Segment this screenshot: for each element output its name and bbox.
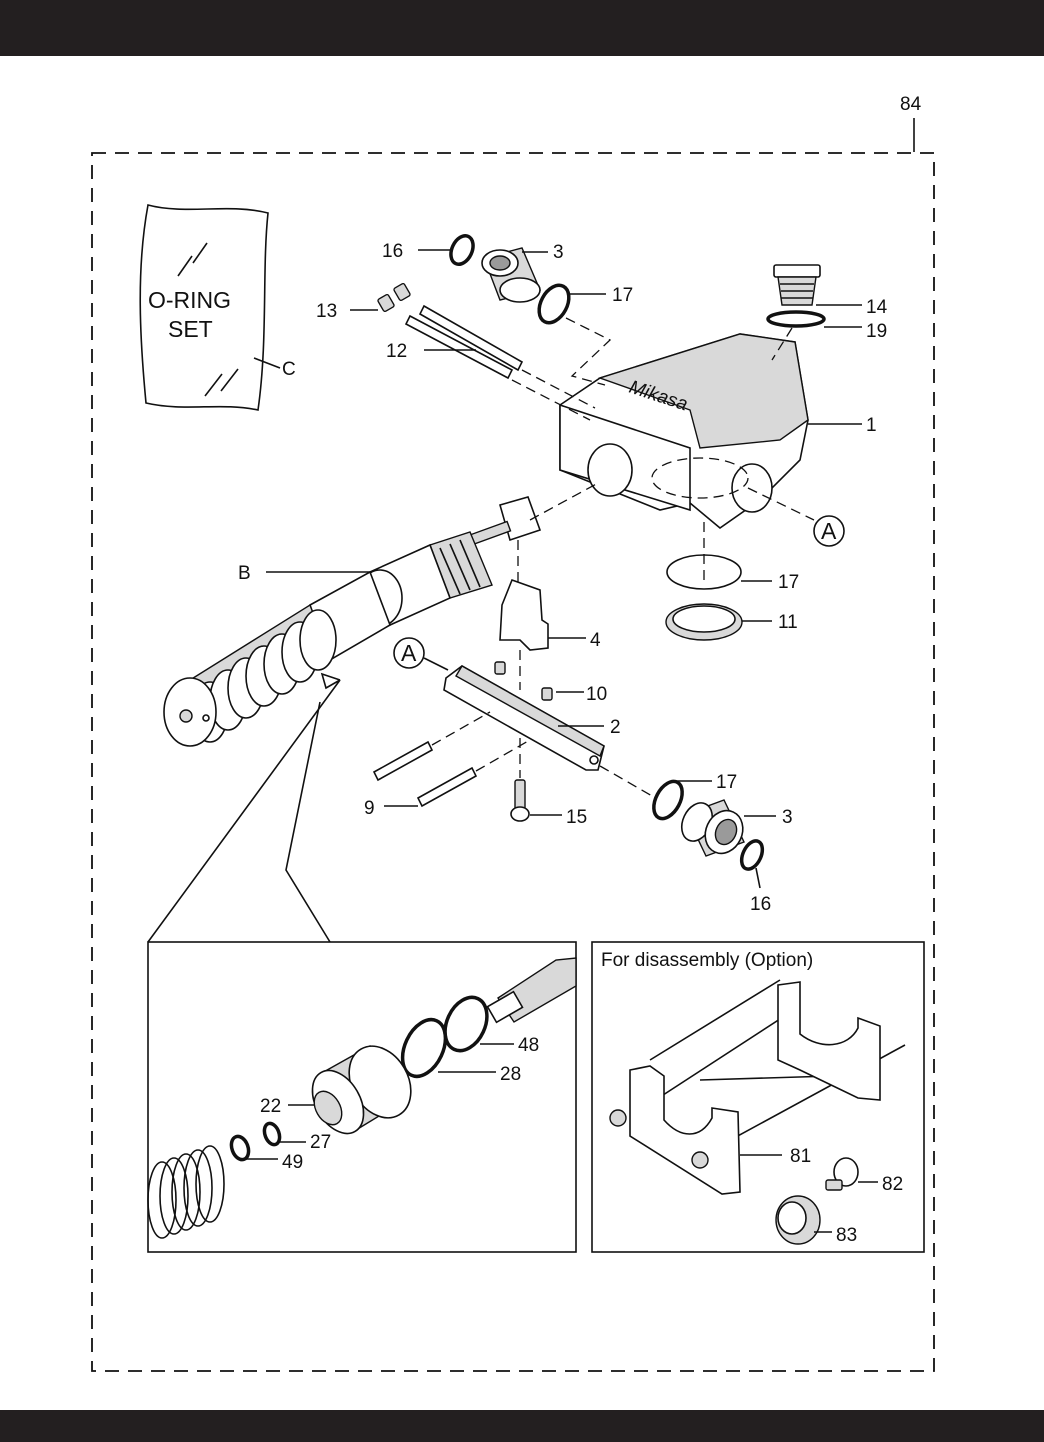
callout-1: 1 xyxy=(866,415,877,436)
callout-C: C xyxy=(282,359,296,380)
ring-part-11: 11 xyxy=(665,603,798,641)
oring-part-17-mid: 17 xyxy=(666,554,799,593)
callout-16-top: 16 xyxy=(382,241,403,262)
detail-marker-a-shaft: A xyxy=(393,637,449,671)
detail-marker-a-shaft-label: A xyxy=(401,640,417,666)
bushing-part-3-top: 3 xyxy=(481,242,564,303)
callout-B: B xyxy=(238,563,251,584)
callout-48: 48 xyxy=(518,1035,539,1056)
oring-part-28: 28 xyxy=(400,1017,521,1085)
callout-22: 22 xyxy=(260,1096,281,1117)
callout-2: 2 xyxy=(610,717,621,738)
housing-part-1: Mikasa 1 xyxy=(559,333,877,530)
oring-part-16-bottom: 16 xyxy=(739,839,771,915)
adapter-part-83: 83 xyxy=(775,1195,857,1246)
adapter-part-82: 82 xyxy=(825,1157,903,1195)
oring-part-17-bottom: 17 xyxy=(652,772,737,821)
screw-part-10: 10 xyxy=(494,661,607,705)
oring-set-label-line1: O-RING xyxy=(148,287,231,313)
assembly-frame xyxy=(91,152,935,1372)
oring-part-19: 19 xyxy=(766,310,887,342)
callout-83: 83 xyxy=(836,1225,857,1246)
callout-4: 4 xyxy=(590,630,601,651)
callout-19: 19 xyxy=(866,321,887,342)
detail-marker-a-housing-label: A xyxy=(821,518,837,544)
oring-set-label-line2: SET xyxy=(168,316,213,342)
callout-3-top: 3 xyxy=(553,242,564,263)
callout-12: 12 xyxy=(386,341,407,362)
callout-17-mid: 17 xyxy=(778,572,799,593)
top-bar xyxy=(0,0,1044,56)
part-4: 4 xyxy=(499,578,601,651)
oring-part-48: 48 xyxy=(443,995,539,1056)
spring-detail xyxy=(147,1145,225,1239)
detail-marker-a-housing: A xyxy=(651,457,845,547)
callout-27: 27 xyxy=(310,1132,331,1153)
piston-detail-box xyxy=(147,941,577,1253)
bushing-part-3-bottom: 3 xyxy=(680,799,793,857)
disassembly-tool-part-81: 81 xyxy=(609,979,906,1195)
callout-49: 49 xyxy=(282,1152,303,1173)
piston-assembly-b: B xyxy=(163,496,542,747)
callout-17-bottom: 17 xyxy=(716,772,737,793)
callout-14: 14 xyxy=(866,297,888,318)
callout-82: 82 xyxy=(882,1174,903,1195)
callout-17-top: 17 xyxy=(612,285,633,306)
oring-set-bag: O-RING SET C xyxy=(139,204,296,411)
pin-part-12: 12 xyxy=(386,304,524,380)
callout-81: 81 xyxy=(790,1146,811,1167)
oring-part-16-top: 16 xyxy=(382,234,475,266)
oring-part-17-top: 17 xyxy=(537,283,633,325)
bottom-bar xyxy=(0,1410,1044,1442)
plug-part-14: 14 xyxy=(773,264,888,318)
callout-11: 11 xyxy=(778,612,798,633)
callout-15: 15 xyxy=(566,807,587,828)
callout-9: 9 xyxy=(364,798,375,819)
callout-13: 13 xyxy=(316,301,337,322)
callout-3-bottom: 3 xyxy=(782,807,793,828)
piston-part-22: 22 xyxy=(260,1045,412,1135)
piston-detail-parts: 48 28 22 27 49 xyxy=(147,957,577,1239)
page-number: 84 xyxy=(900,94,922,115)
disassembly-title: For disassembly (Option) xyxy=(601,950,813,971)
screw-part-13: 13 xyxy=(316,282,411,322)
oring-part-27: 27 xyxy=(262,1121,331,1153)
disassembly-box xyxy=(591,941,925,1253)
shaft-part-2: 2 xyxy=(443,665,621,771)
screw-part-15: 15 xyxy=(510,779,587,828)
callout-28: 28 xyxy=(500,1064,521,1085)
callout-10: 10 xyxy=(586,684,607,705)
callout-16-bottom: 16 xyxy=(750,894,771,915)
oring-part-49: 49 xyxy=(229,1134,303,1173)
pin-part-9: 9 xyxy=(364,711,531,819)
